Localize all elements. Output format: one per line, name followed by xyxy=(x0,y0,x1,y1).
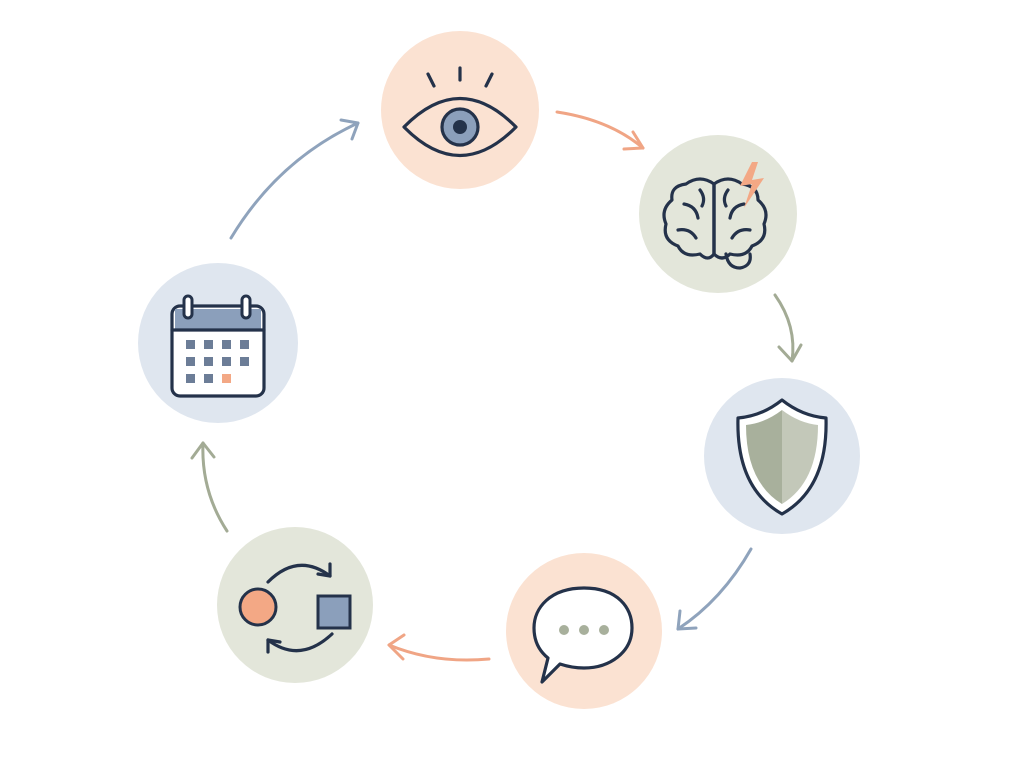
node-background xyxy=(639,135,797,293)
arrow-line xyxy=(555,110,645,150)
dot xyxy=(559,625,569,635)
node-think xyxy=(639,135,797,293)
arrow-head xyxy=(777,343,803,363)
node-observe xyxy=(381,31,539,189)
dot xyxy=(579,625,589,635)
arrow-adapt-to-schedule xyxy=(190,441,229,533)
arrow-head xyxy=(622,130,645,151)
arrow-schedule-to-observe xyxy=(229,118,360,240)
node-adapt xyxy=(217,527,373,683)
node-schedule xyxy=(138,263,298,423)
arrow-line xyxy=(773,293,795,363)
arrow-think-to-protect xyxy=(773,293,803,363)
arrow-line xyxy=(201,441,229,533)
eye-icon xyxy=(402,66,518,158)
arrow-head xyxy=(190,441,216,460)
arrow-protect-to-communicate xyxy=(676,547,753,631)
arrow-line xyxy=(676,547,753,631)
arrow-line xyxy=(387,643,491,662)
calendar-day-grid xyxy=(186,340,249,383)
exchange-cycle-icon xyxy=(238,562,352,654)
node-protect xyxy=(704,378,860,534)
node-background xyxy=(217,527,373,683)
speech-bubble-icon xyxy=(532,586,634,684)
node-communicate xyxy=(506,553,662,709)
brain-lightning-icon xyxy=(662,162,768,270)
arrow-head xyxy=(339,118,360,141)
calendar-icon xyxy=(170,294,266,398)
cycle-arrows xyxy=(190,110,803,662)
arrow-line xyxy=(229,121,360,240)
arrow-head xyxy=(676,609,698,631)
arrow-head xyxy=(387,633,406,661)
arrow-communicate-to-adapt xyxy=(387,633,491,662)
dot xyxy=(599,625,609,635)
arrow-observe-to-think xyxy=(555,110,645,151)
shield-icon xyxy=(736,398,828,516)
